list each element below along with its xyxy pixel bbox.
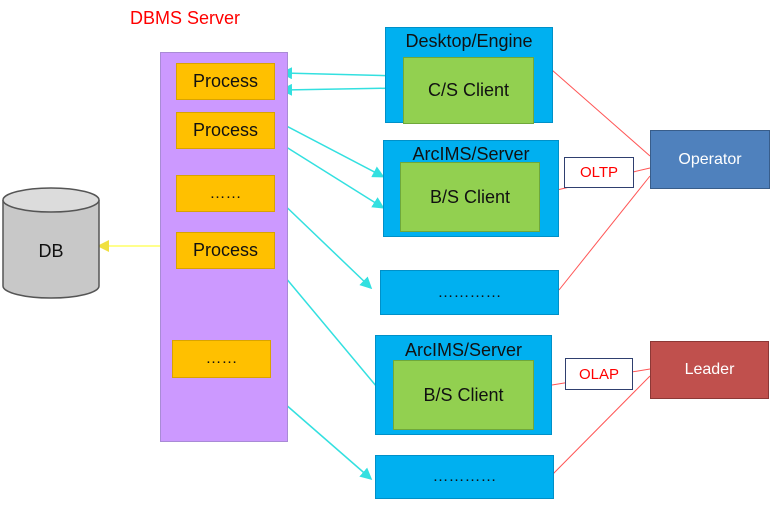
- leader-box: Leader: [650, 341, 769, 399]
- operator-box: Operator: [650, 130, 770, 189]
- process-box-ellipsis-bottom: ……: [172, 340, 271, 378]
- panel-title-desktop-engine: Desktop/Engine: [405, 30, 533, 51]
- panel-ellipsis-2: …………: [375, 455, 554, 499]
- connector-process4-bs-client: [273, 262, 394, 408]
- panel-title-arcims-server-2: ArcIMS/Server: [404, 339, 523, 360]
- database-cylinder: [2, 187, 100, 299]
- olap-tag: OLAP: [565, 358, 633, 390]
- operator-link-dots: [558, 175, 651, 291]
- oltp-tag: OLTP: [564, 157, 634, 188]
- leader-link-dots: [551, 375, 651, 476]
- panel-title-arcims-server-1: ArcIMS/Server: [412, 143, 530, 164]
- connector-ellipsis-dots-panel: [272, 193, 373, 290]
- cs-client: C/S Client: [403, 57, 534, 124]
- process-box-ellipsis: ……: [176, 175, 275, 212]
- server-title: DBMS Server: [130, 8, 241, 28]
- connector-process1-cs-client-b: [280, 82, 403, 96]
- process-box-1: Process: [176, 63, 275, 100]
- process-box-3: Process: [176, 232, 275, 269]
- bs-client-2: B/S Client: [393, 360, 534, 430]
- database-label: DB: [38, 240, 64, 261]
- connector-process2-bs-client-b: [272, 138, 385, 209]
- process-box-2: Process: [176, 112, 275, 149]
- connector-process1-cs-client-a: [280, 67, 403, 82]
- connector-process2-bs-client-a: [272, 118, 385, 178]
- panel-ellipsis-1: …………: [380, 270, 559, 315]
- operator-link-desktop: [551, 69, 651, 157]
- bs-client-1: B/S Client: [400, 162, 540, 232]
